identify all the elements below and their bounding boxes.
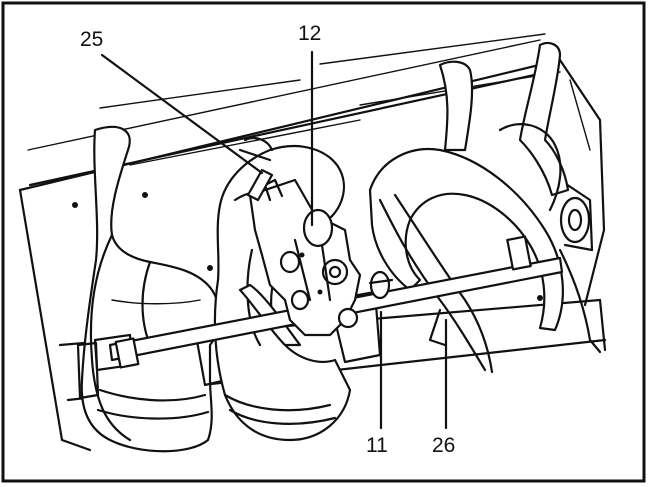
left-auger-flight — [76, 125, 228, 453]
callout-11: 11 — [366, 434, 388, 457]
right-auger-flight — [368, 41, 602, 374]
gearbox — [238, 136, 362, 337]
callout-26: 26 — [432, 434, 455, 457]
callout-25: 25 — [80, 28, 103, 51]
housing-hardware — [72, 192, 543, 301]
leader-lines — [100, 50, 448, 430]
callout-12: 12 — [298, 22, 321, 45]
